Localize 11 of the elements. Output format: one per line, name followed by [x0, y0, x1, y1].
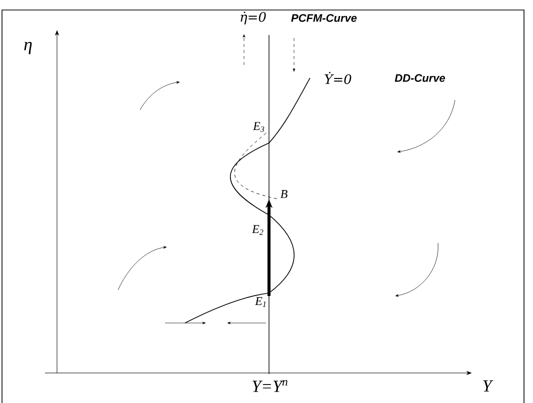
- curve-label: η̇=0: [240, 12, 266, 24]
- axis-label: Y=Y$^{n}$: [252, 380, 288, 392]
- point-label: E$_{2}$: [252, 225, 264, 235]
- axis-label: η: [24, 42, 32, 54]
- point-label: B: [280, 190, 288, 198]
- point-label: E$_{3}$: [252, 122, 264, 132]
- curve-label: Ẏ=0: [324, 72, 352, 84]
- curve-label: PCFM-Curve: [291, 14, 357, 22]
- point-label: E$_{1}$: [254, 297, 266, 307]
- axis-label: Y: [483, 380, 494, 392]
- curve-label: DD-Curve: [394, 74, 446, 82]
